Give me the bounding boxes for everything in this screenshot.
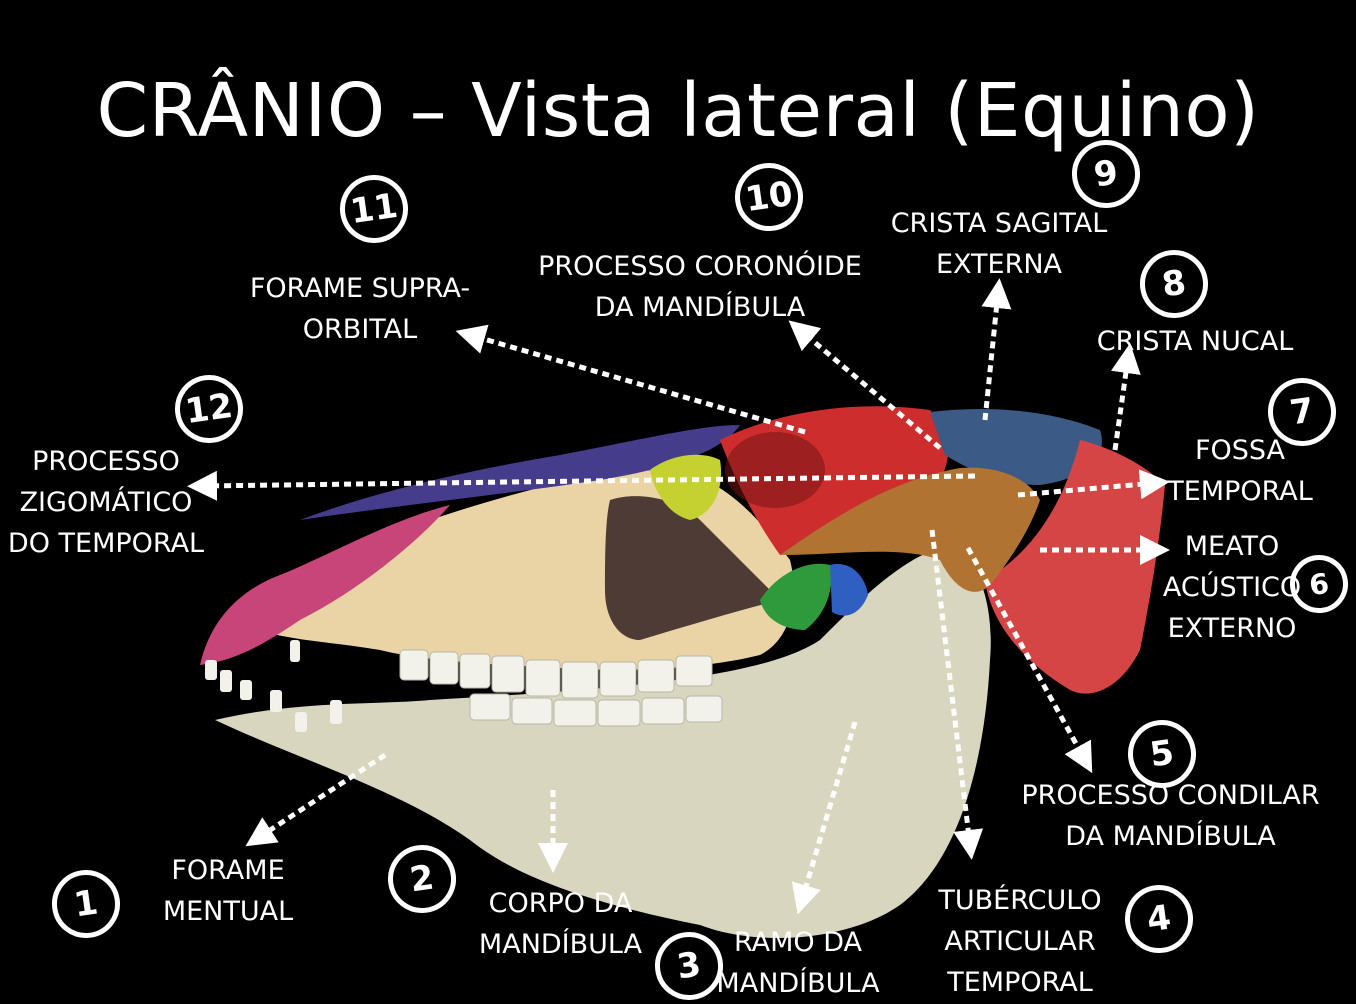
incisor-teeth: [205, 640, 342, 732]
nasal-bone: [300, 425, 740, 520]
arrow-5: [965, 546, 1093, 774]
incisive-bone: [200, 505, 450, 665]
arrow-11: [455, 324, 806, 435]
arrow-10: [788, 320, 942, 450]
pterygoid-bone: [760, 563, 832, 630]
mandible-bone: [215, 547, 991, 939]
sphenoid-bone: [830, 564, 868, 616]
upper-teeth: [399, 649, 713, 699]
arrow-1: [245, 752, 387, 847]
lower-teeth: [469, 693, 723, 727]
lacrimal-bone: [650, 454, 722, 520]
arrow-8: [1111, 343, 1141, 451]
label-forame-supra-orbital: FORAME SUPRA-ORBITAL: [249, 273, 471, 345]
arrow-9: [981, 278, 1012, 421]
parietal-bone: [930, 409, 1102, 485]
occipital-bone: [985, 440, 1165, 694]
arrow-7: [1017, 469, 1170, 500]
arrow-3: [791, 721, 858, 915]
arrow-12: [187, 470, 976, 501]
arrow-4: [929, 529, 984, 860]
diagram-title: CRÂNIO – Vista lateral (Equino): [96, 68, 1260, 154]
zygomatic-bone: [605, 496, 780, 640]
orbit: [725, 432, 825, 508]
label-crista-nucal: CRISTA NUCAL: [1096, 326, 1294, 357]
